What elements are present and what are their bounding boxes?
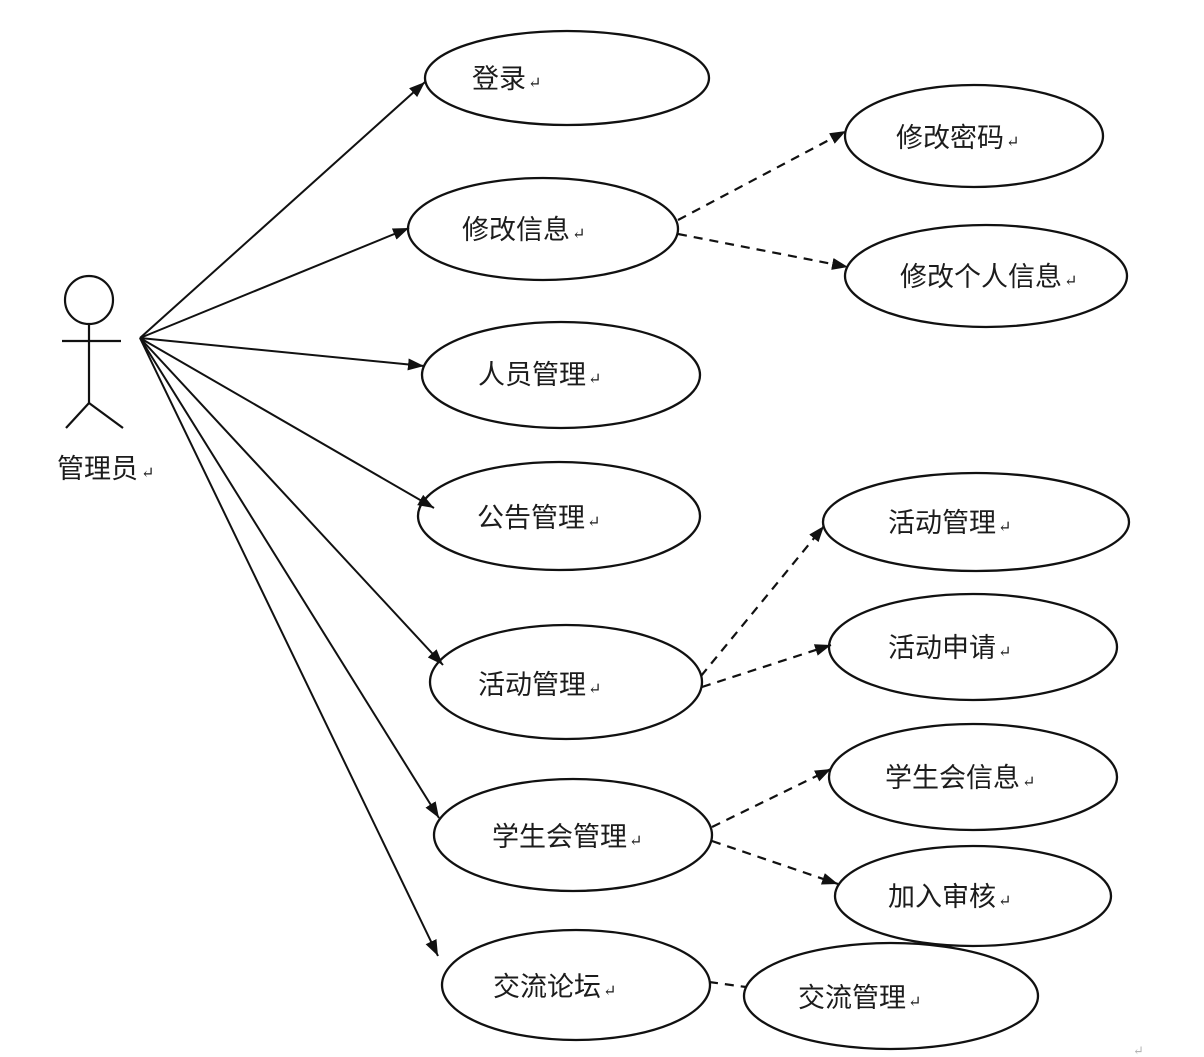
usecase-personnel-mgmt-label: 人员管理↵ <box>478 360 601 390</box>
usecase-student-union-mgmt-label: 学生会管理↵ <box>492 822 642 852</box>
usecase-modify-info-ellipse <box>406 176 680 282</box>
usecase-activity-mgmt-sub-label: 活动管理↵ <box>888 508 1011 538</box>
usecase-announcement-mgmt: 公告管理↵ <box>416 460 702 572</box>
usecase-modify-info: 修改信息↵ <box>406 176 680 282</box>
usecase-activity-apply: 活动申请↵ <box>827 592 1119 702</box>
edge-union-union-info <box>711 768 832 828</box>
usecase-personnel-mgmt-ellipse <box>420 320 702 430</box>
stray-paragraph-mark: ↵ <box>1133 1043 1144 1057</box>
association-admin-forum <box>139 337 439 957</box>
usecase-announcement-mgmt-ellipse <box>416 460 702 572</box>
usecase-announcement-mgmt-label: 公告管理↵ <box>477 503 600 533</box>
usecase-modify-personal-info-ellipse <box>843 223 1129 329</box>
actor-left-leg <box>65 402 90 429</box>
edge-union-join-review <box>711 839 839 886</box>
usecase-activity-mgmt: 活动管理↵ <box>428 623 704 741</box>
association-admin-student-union <box>139 337 440 819</box>
usecase-forum: 交流论坛↵ <box>440 928 712 1042</box>
usecase-modify-info-label: 修改信息↵ <box>462 215 585 245</box>
usecase-login-ellipse <box>423 29 711 127</box>
usecase-forum-label: 交流论坛↵ <box>493 972 616 1002</box>
usecase-change-password-label: 修改密码↵ <box>896 123 1019 153</box>
usecase-student-union-info-ellipse <box>827 722 1119 832</box>
usecase-join-review-label: 加入审核↵ <box>888 882 1011 912</box>
usecase-student-union-mgmt-ellipse <box>432 777 714 893</box>
usecase-login-label: 登录↵ <box>472 64 541 94</box>
association-admin-personnel <box>139 337 425 371</box>
usecase-personnel-mgmt: 人员管理↵ <box>420 320 702 430</box>
usecase-communication-mgmt: 交流管理↵ <box>742 941 1040 1051</box>
associations-actor <box>139 81 444 957</box>
association-admin-announcement <box>139 337 435 509</box>
usecase-change-password: 修改密码↵ <box>843 83 1105 189</box>
usecase-change-password-ellipse <box>843 83 1105 189</box>
edge-activity-activity-apply <box>701 643 832 689</box>
usecase-join-review-ellipse <box>833 844 1113 948</box>
actor-label: 管理员↵ <box>57 454 154 484</box>
usecase-student-union-mgmt: 学生会管理↵ <box>432 777 714 893</box>
actor-admin-icon <box>62 274 124 429</box>
edge-modify-info-change-password <box>677 130 847 221</box>
actor-head <box>63 274 115 326</box>
edge-modify-info-personal-info <box>677 232 849 270</box>
usecase-activity-apply-label: 活动申请↵ <box>888 633 1011 663</box>
associations-dashed <box>677 130 849 989</box>
actor-right-leg <box>88 402 124 429</box>
usecase-join-review: 加入审核↵ <box>833 844 1113 948</box>
edge-activity-activity-mgmt <box>700 525 825 677</box>
usecase-activity-mgmt-sub-ellipse <box>821 471 1131 573</box>
usecase-communication-mgmt-ellipse <box>742 941 1040 1051</box>
usecase-activity-apply-ellipse <box>827 592 1119 702</box>
usecase-student-union-info: 学生会信息↵ <box>827 722 1119 832</box>
usecase-modify-personal-info-label: 修改个人信息↵ <box>900 262 1077 292</box>
association-admin-activity <box>139 337 444 666</box>
usecase-communication-mgmt-label: 交流管理↵ <box>798 983 921 1013</box>
usecase-login: 登录↵ <box>423 29 711 127</box>
usecase-activity-mgmt-label: 活动管理↵ <box>478 670 601 700</box>
association-admin-modify-info <box>139 227 410 339</box>
usecase-forum-ellipse <box>440 928 712 1042</box>
usecase-modify-personal-info: 修改个人信息↵ <box>843 223 1129 329</box>
usecase-student-union-info-label: 学生会信息↵ <box>885 763 1035 793</box>
usecase-activity-mgmt-ellipse <box>428 623 704 741</box>
edge-forum-communication-mgmt <box>708 980 747 989</box>
usecase-activity-mgmt-sub: 活动管理↵ <box>821 471 1131 573</box>
association-admin-login <box>139 81 426 339</box>
